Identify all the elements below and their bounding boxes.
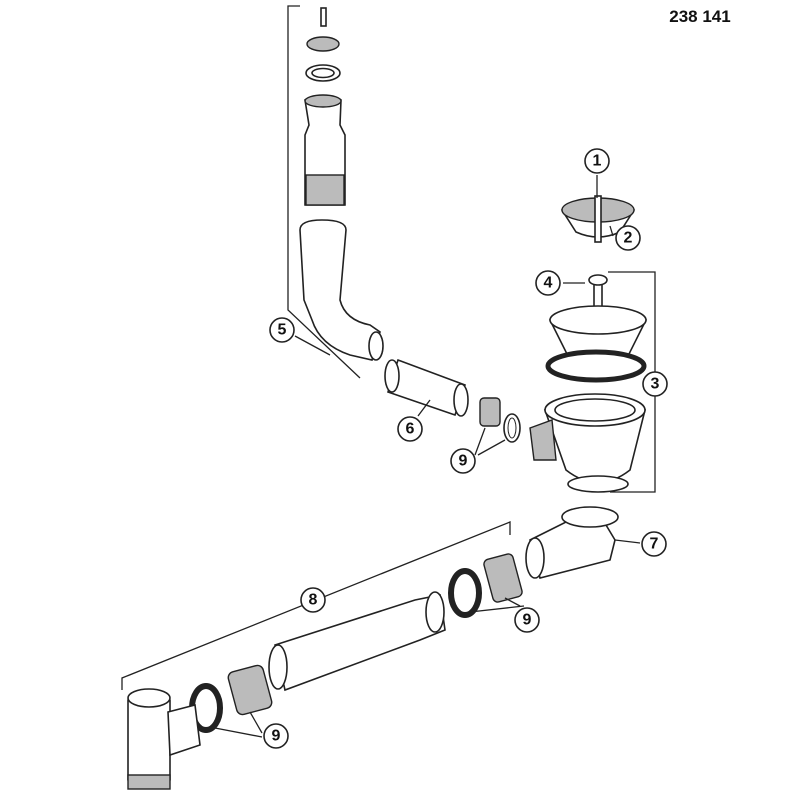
svg-text:9: 9 bbox=[459, 453, 468, 470]
strainer-basket bbox=[560, 195, 636, 243]
leader-lines bbox=[214, 175, 641, 738]
svg-text:3: 3 bbox=[651, 376, 660, 393]
upper-nut-and-seal bbox=[479, 397, 521, 443]
callout-5: 5 bbox=[269, 317, 295, 343]
trap-assembly bbox=[121, 521, 523, 790]
callout-9-upper: 9 bbox=[450, 448, 476, 474]
callout-6: 6 bbox=[397, 416, 423, 442]
callout-1: 1 bbox=[584, 148, 610, 174]
trap-pipe bbox=[274, 594, 446, 692]
callout-9-middle: 9 bbox=[514, 607, 540, 633]
callout-9-lower: 9 bbox=[263, 723, 289, 749]
connector-pipe bbox=[384, 358, 469, 417]
callout-4: 4 bbox=[535, 270, 561, 296]
svg-text:1: 1 bbox=[593, 153, 602, 170]
svg-text:8: 8 bbox=[309, 592, 318, 609]
svg-text:9: 9 bbox=[523, 612, 532, 629]
svg-text:5: 5 bbox=[278, 322, 287, 339]
waste-body bbox=[529, 271, 656, 493]
callout-8: 8 bbox=[300, 587, 326, 613]
overflow-assembly bbox=[287, 5, 384, 379]
svg-text:7: 7 bbox=[650, 536, 659, 553]
overflow-screw bbox=[320, 7, 327, 27]
callout-7: 7 bbox=[641, 531, 667, 557]
part-number: 238 141 bbox=[669, 7, 730, 26]
svg-text:6: 6 bbox=[406, 421, 415, 438]
flange-seal bbox=[545, 349, 647, 383]
svg-text:9: 9 bbox=[272, 728, 281, 745]
svg-text:2: 2 bbox=[624, 230, 633, 247]
callout-2: 2 bbox=[615, 225, 641, 251]
callout-3: 3 bbox=[642, 371, 668, 397]
overflow-cover bbox=[306, 36, 340, 52]
elbow-bend bbox=[525, 506, 619, 579]
overflow-tube bbox=[299, 219, 381, 361]
svg-text:4: 4 bbox=[544, 275, 553, 292]
